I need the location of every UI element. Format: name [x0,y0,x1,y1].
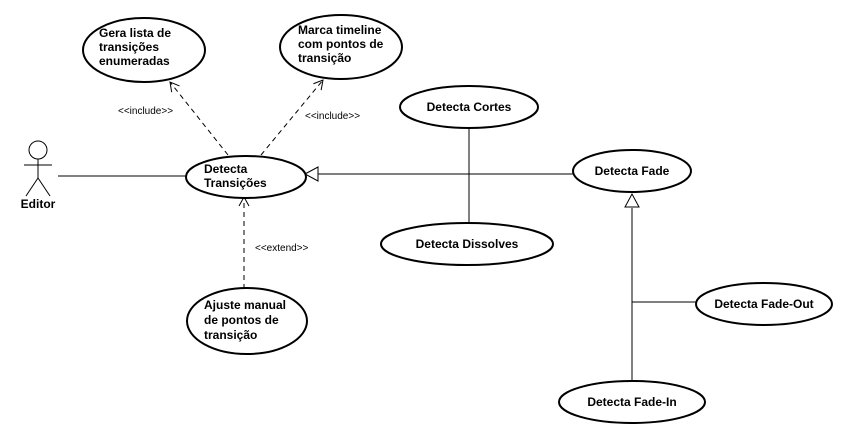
label-marca-timeline-line1: Marca timeline [298,23,382,37]
label-detecta-fade-out: Detecta Fade-Out [714,297,813,311]
label-marca-timeline-line3: transição [298,51,351,65]
actor-label: Editor [21,197,56,211]
label-gera-lista-line2: transições [99,40,159,54]
use-case-marca-timeline: Marca timeline com pontos de transição [279,14,403,80]
label-gera-lista-line3: enumeradas [99,54,170,68]
use-case-detecta-cortes: Detecta Cortes [399,85,539,129]
use-case-detecta-fade-in: Detecta Fade-In [558,380,706,424]
label-detecta-transicoes-line1: Detecta [204,162,248,176]
label-ajuste-manual-line1: Ajuste manual [204,298,286,312]
actor-editor: Editor [21,140,56,211]
label-detecta-transicoes-line2: Transições [204,176,267,190]
label-ajuste-manual-line2: de pontos de [204,313,279,327]
extend-label: <<extend>> [255,243,309,254]
include-dependency-marca-timeline [260,79,324,156]
use-case-detecta-transicoes: Detecta Transições [185,155,307,199]
use-case-detecta-dissolves: Detecta Dissolves [380,222,554,266]
use-case-ajuste-manual: Ajuste manual de pontos de transição [186,287,308,355]
label-gera-lista-line1: Gera lista de [99,26,171,40]
generalization-arrowhead-fade [624,192,640,208]
include-label-left: <<include>> [118,106,173,117]
include-label-right: <<include>> [305,111,360,122]
label-marca-timeline-line2: com pontos de [298,37,384,51]
label-detecta-fade-in: Detecta Fade-In [587,395,676,409]
include-dependency-gera-lista [169,81,229,156]
label-detecta-cortes: Detecta Cortes [427,100,512,114]
label-detecta-dissolves: Detecta Dissolves [416,237,519,251]
use-case-detecta-fade: Detecta Fade [572,149,692,193]
use-case-detecta-fade-out: Detecta Fade-Out [695,282,833,326]
actor-right-leg [37,177,51,197]
actor-head [28,140,48,160]
generalization-arrowhead-transicoes [303,166,319,182]
actor-left-leg [25,177,39,197]
label-detecta-fade: Detecta Fade [595,164,670,178]
use-case-gera-lista: Gera lista de transições enumeradas [82,17,206,83]
label-ajuste-manual-line3: transição [204,328,257,342]
